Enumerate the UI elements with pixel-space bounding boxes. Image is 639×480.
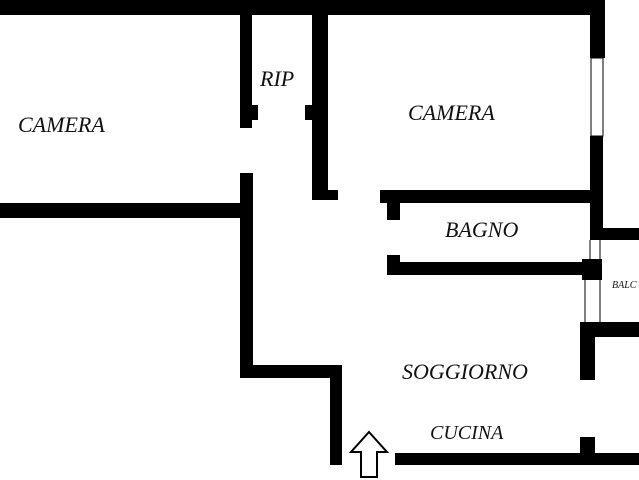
wall-bagno-bottom <box>387 262 600 275</box>
room-label-camera-right: CAMERA <box>408 100 495 125</box>
wall-rip-right <box>312 15 328 200</box>
wall-right-upper <box>590 0 605 58</box>
wall-entrance-left <box>330 365 342 465</box>
walls <box>0 0 639 465</box>
room-label-rip: RIP <box>260 66 295 91</box>
wall-corridor-h <box>240 365 342 378</box>
wall-rip-left <box>240 15 252 128</box>
wall-balcony-block <box>582 259 602 280</box>
windows <box>584 57 604 322</box>
wall-corridor-left <box>240 173 253 378</box>
wall-balcony-top <box>600 228 639 240</box>
wall-rip-right-stub <box>305 105 313 120</box>
wall-bagno-stub <box>387 203 400 220</box>
room-label-cucina: CUCINA <box>430 422 504 444</box>
window-camera <box>590 57 604 137</box>
wall-top <box>0 0 605 15</box>
wall-bottom-stub <box>580 437 595 455</box>
wall-bottom <box>395 453 639 465</box>
wall-rip-right-foot <box>312 190 338 200</box>
wall-right-mid <box>590 136 603 240</box>
wall-lower-right-h <box>580 322 639 337</box>
room-label-camera-left: CAMERA <box>18 112 105 137</box>
room-label-bagno: BAGNO <box>445 217 519 242</box>
room-label-soggiorno: SOGGIORNO <box>402 359 528 384</box>
wall-bagno-bottom-left <box>387 255 400 275</box>
wall-camera-bottom <box>380 190 600 203</box>
arrow-up-outline-icon <box>348 430 390 478</box>
wall-camera-left-bottom <box>0 203 252 218</box>
wall-rip-left-stub <box>240 105 258 120</box>
room-label-balcone: BALC <box>612 280 637 291</box>
